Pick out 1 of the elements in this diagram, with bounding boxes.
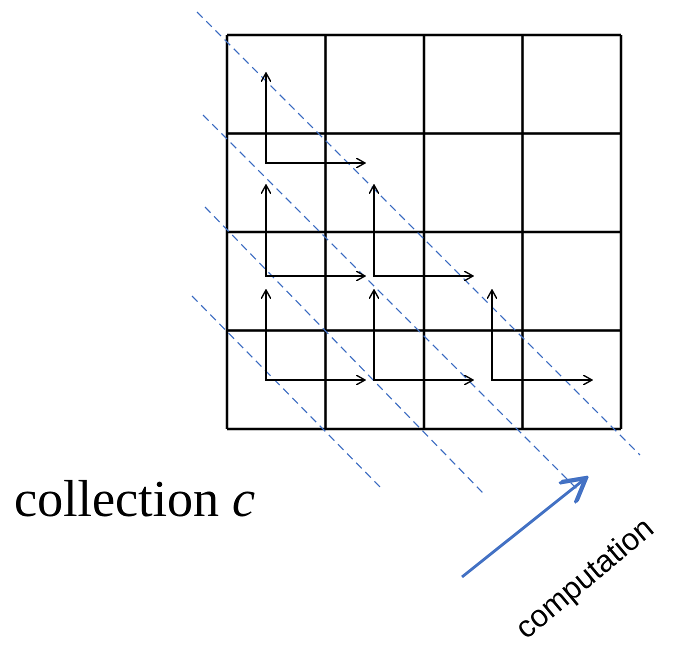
collection-label: collection c (14, 470, 256, 529)
